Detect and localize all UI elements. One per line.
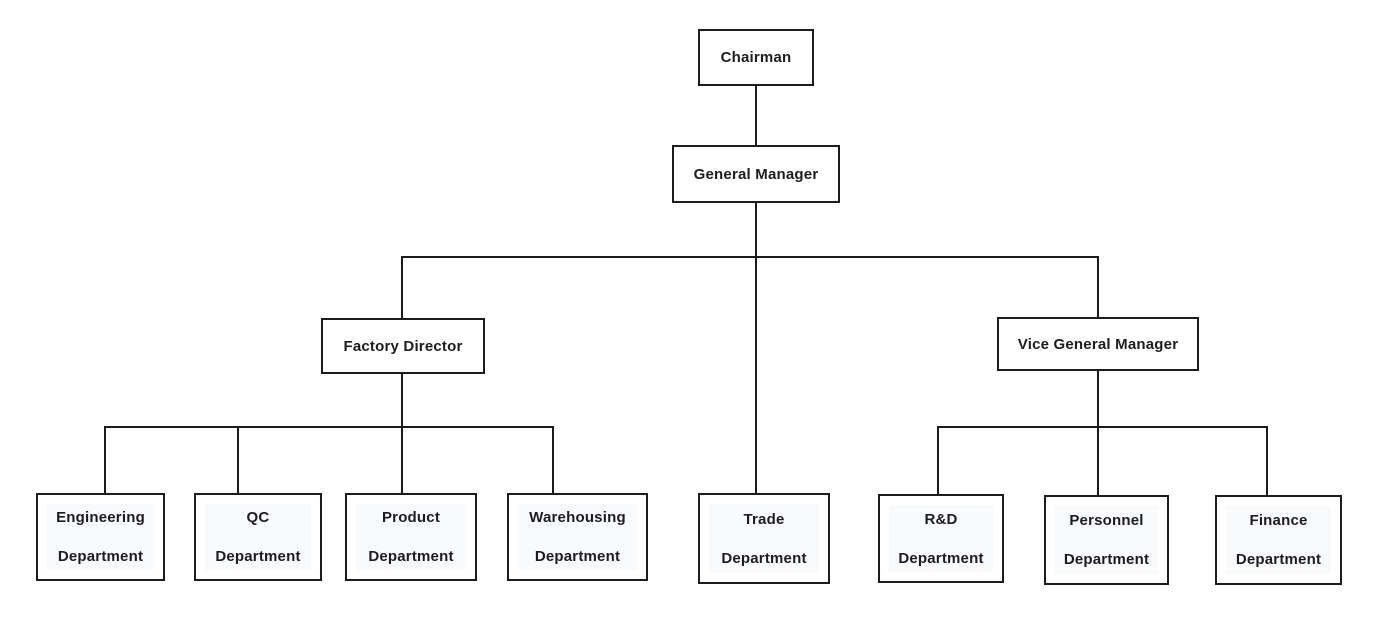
node-label: General Manager xyxy=(693,165,819,183)
node-label: Vice General Manager xyxy=(1017,335,1179,353)
node-trade-department: Trade Department xyxy=(698,493,830,584)
node-warehousing-department: Warehousing Department xyxy=(507,493,648,581)
node-general-manager: General Manager xyxy=(672,145,840,203)
node-label-line1: Finance xyxy=(1249,512,1308,529)
node-factory-director: Factory Director xyxy=(321,318,485,374)
node-vice-general-manager: Vice General Manager xyxy=(997,317,1199,371)
node-label-line1: R&D xyxy=(924,510,958,528)
node-label-line1: Warehousing xyxy=(529,509,626,526)
node-engineering-department: Engineering Department xyxy=(36,493,165,581)
node-label-line2: Department xyxy=(721,549,807,567)
node-label-line1: Trade xyxy=(743,510,785,528)
node-label-line1: QC xyxy=(246,509,270,526)
node-chairman: Chairman xyxy=(698,29,814,86)
node-label-line2: Department xyxy=(534,548,621,565)
node-finance-department: Finance Department xyxy=(1215,495,1342,585)
node-personnel-department: Personnel Department xyxy=(1044,495,1169,585)
node-product-department: Product Department xyxy=(345,493,477,581)
node-label-line2: Department xyxy=(1063,551,1150,568)
node-label-line1: Personnel xyxy=(1069,512,1144,529)
node-label-line2: Department xyxy=(1235,551,1322,568)
node-label-line1: Product xyxy=(381,509,441,526)
node-rd-department: R&D Department xyxy=(878,494,1004,583)
node-qc-department: QC Department xyxy=(194,493,322,581)
node-label-line2: Department xyxy=(215,548,301,565)
node-label-line2: Department xyxy=(898,549,984,567)
node-label: Chairman xyxy=(720,49,792,66)
node-label-line2: Department xyxy=(57,548,144,565)
node-label-line1: Engineering xyxy=(56,509,145,526)
node-label: Factory Director xyxy=(343,337,463,355)
node-label-line2: Department xyxy=(368,548,454,565)
